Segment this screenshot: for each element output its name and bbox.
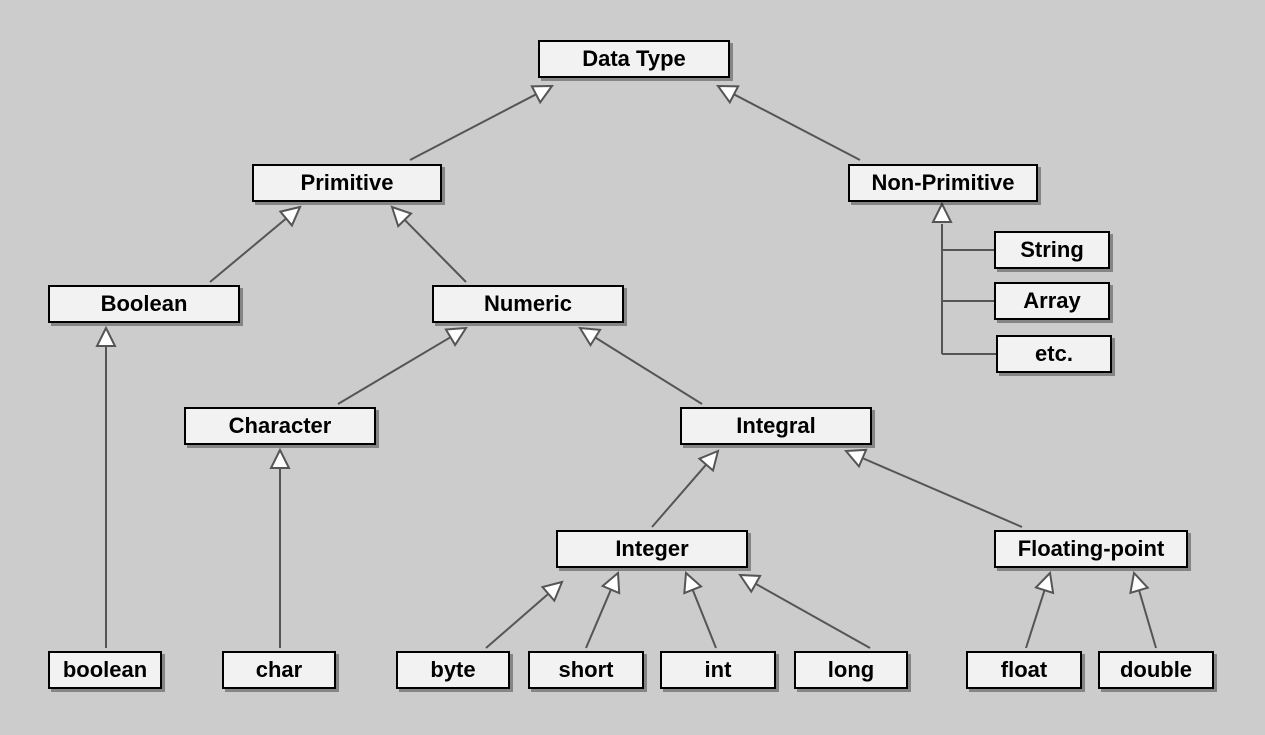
node-int: int: [660, 651, 776, 689]
edge-integral-to-numeric-line: [594, 336, 703, 405]
node-floating-point: Floating-point: [994, 530, 1188, 568]
node-byte: byte: [396, 651, 510, 689]
node-array: Array: [994, 282, 1110, 320]
edge-integer-to-integral-arrow-icon: [697, 449, 720, 473]
edge-double-to-floating-point-line: [1138, 589, 1157, 649]
edge-double-to-floating-point-arrow-icon: [1129, 570, 1150, 595]
edge-character-to-numeric-arrow-icon: [444, 326, 468, 347]
edge-byte-to-integer-arrow-icon: [540, 580, 564, 603]
node-double: double: [1098, 651, 1214, 689]
edge-primitive-to-data-type-line: [409, 93, 537, 161]
edge-long-to-integer-line: [755, 582, 871, 649]
edge-boolean-group-to-primitive-arrow-icon: [278, 205, 302, 228]
node-etc: etc.: [996, 335, 1112, 373]
edge-numeric-to-primitive-line: [403, 219, 467, 283]
edge-int-to-integer-line: [691, 589, 717, 649]
node-integral: Integral: [680, 407, 872, 445]
edge-boolean-to-boolean-group-arrow-icon: [95, 325, 117, 347]
edge-numeric-to-primitive-arrow-icon: [390, 205, 413, 228]
edge-non-primitive-to-data-type-line: [733, 93, 861, 161]
node-boolean-group: Boolean: [48, 285, 240, 323]
edge-character-to-numeric-line: [337, 336, 452, 405]
edge-integral-to-numeric-arrow-icon: [578, 326, 602, 348]
node-string: String: [994, 231, 1110, 269]
edge-boolean-group-to-primitive-line: [209, 217, 287, 283]
edge-integer-to-integral-line: [651, 463, 707, 528]
node-float: float: [966, 651, 1082, 689]
edge-primitive-to-data-type-arrow-icon: [530, 84, 554, 105]
node-short: short: [528, 651, 644, 689]
node-boolean: boolean: [48, 651, 162, 689]
edge-floating-point-to-integral-line: [862, 457, 1023, 528]
node-numeric: Numeric: [432, 285, 624, 323]
edge-char-to-character-arrow-icon: [269, 447, 291, 469]
node-long: long: [794, 651, 908, 689]
edge-non-primitive-trunk-arrow-icon: [931, 201, 953, 223]
edge-float-to-floating-point-line: [1025, 589, 1046, 649]
node-data-type: Data Type: [538, 40, 730, 78]
edge-byte-to-integer-line: [485, 593, 550, 649]
edge-long-to-integer-arrow-icon: [738, 573, 762, 594]
edge-short-to-integer-arrow-icon: [600, 570, 621, 595]
edge-float-to-floating-point-arrow-icon: [1034, 570, 1055, 595]
edge-short-to-integer-line: [585, 589, 612, 649]
edge-floating-point-to-integral-arrow-icon: [843, 448, 868, 469]
node-primitive: Primitive: [252, 164, 442, 202]
edge-non-primitive-to-data-type-arrow-icon: [716, 84, 740, 105]
node-char: char: [222, 651, 336, 689]
node-non-primitive: Non-Primitive: [848, 164, 1038, 202]
node-character: Character: [184, 407, 376, 445]
edge-int-to-integer-arrow-icon: [683, 570, 703, 595]
node-integer: Integer: [556, 530, 748, 568]
